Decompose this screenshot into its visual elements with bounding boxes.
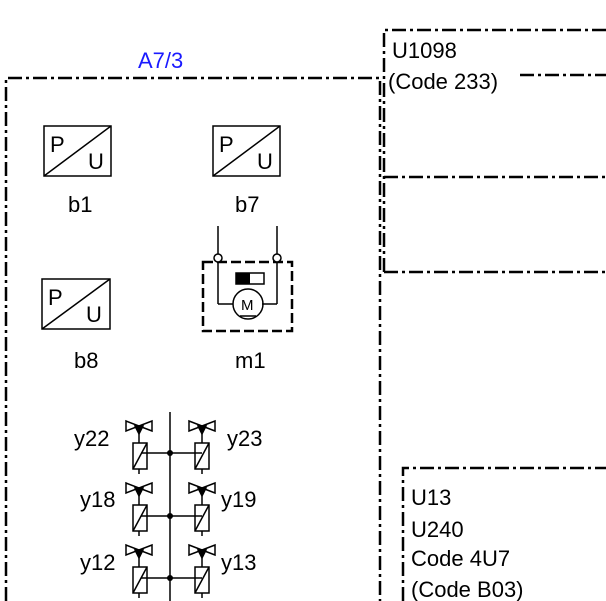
label-b1: b1: [68, 192, 92, 217]
label-m1: m1: [235, 348, 266, 373]
motor-m1: M: [201, 226, 294, 333]
label-y13: y13: [221, 550, 256, 575]
junction-mid: [167, 513, 173, 519]
valve-symbol-right: [188, 419, 216, 474]
transducer-b7: [212, 125, 281, 177]
b8-u-letter: U: [86, 302, 102, 327]
panel-bottom-line3: Code 4U7: [411, 546, 510, 571]
transducer-b8: [41, 278, 111, 330]
b8-p-letter: P: [48, 285, 63, 310]
junction-top: [167, 450, 173, 456]
valve-symbol-y18: [125, 482, 153, 537]
panel-bottom-line1: U13: [411, 485, 451, 510]
transducer-b1: [43, 125, 112, 177]
junction-low: [167, 575, 173, 581]
label-y12: y12: [80, 550, 115, 575]
label-y19: y19: [221, 487, 256, 512]
b1-p-letter: P: [50, 132, 65, 157]
motor-letter: M: [241, 297, 254, 314]
label-y23: y23: [227, 426, 262, 451]
valve-symbol-y12: [125, 544, 153, 599]
valve-symbol-y13: [188, 544, 216, 599]
valve-symbol-left: [125, 419, 153, 474]
panel-bottom-line2: U240: [411, 517, 464, 542]
valve-symbol-y19: [188, 482, 216, 537]
b7-u-letter: U: [257, 149, 273, 174]
group-frame-a73: [4, 76, 382, 601]
b7-p-letter: P: [219, 132, 234, 157]
label-y18: y18: [80, 487, 115, 512]
b1-u-letter: U: [88, 149, 104, 174]
label-b7: b7: [235, 192, 259, 217]
panel-bottom-line4: (Code B03): [411, 577, 524, 601]
panel-frame-u1098: [382, 28, 606, 272]
label-b8: b8: [74, 348, 98, 373]
panel-top-line2: (Code 233): [388, 69, 498, 94]
panel-frame-u13: [401, 466, 606, 601]
valve-block: [125, 412, 216, 601]
label-y22: y22: [74, 426, 109, 451]
panel-top-line1: U1098: [392, 38, 457, 63]
group-label: A7/3: [138, 48, 183, 73]
